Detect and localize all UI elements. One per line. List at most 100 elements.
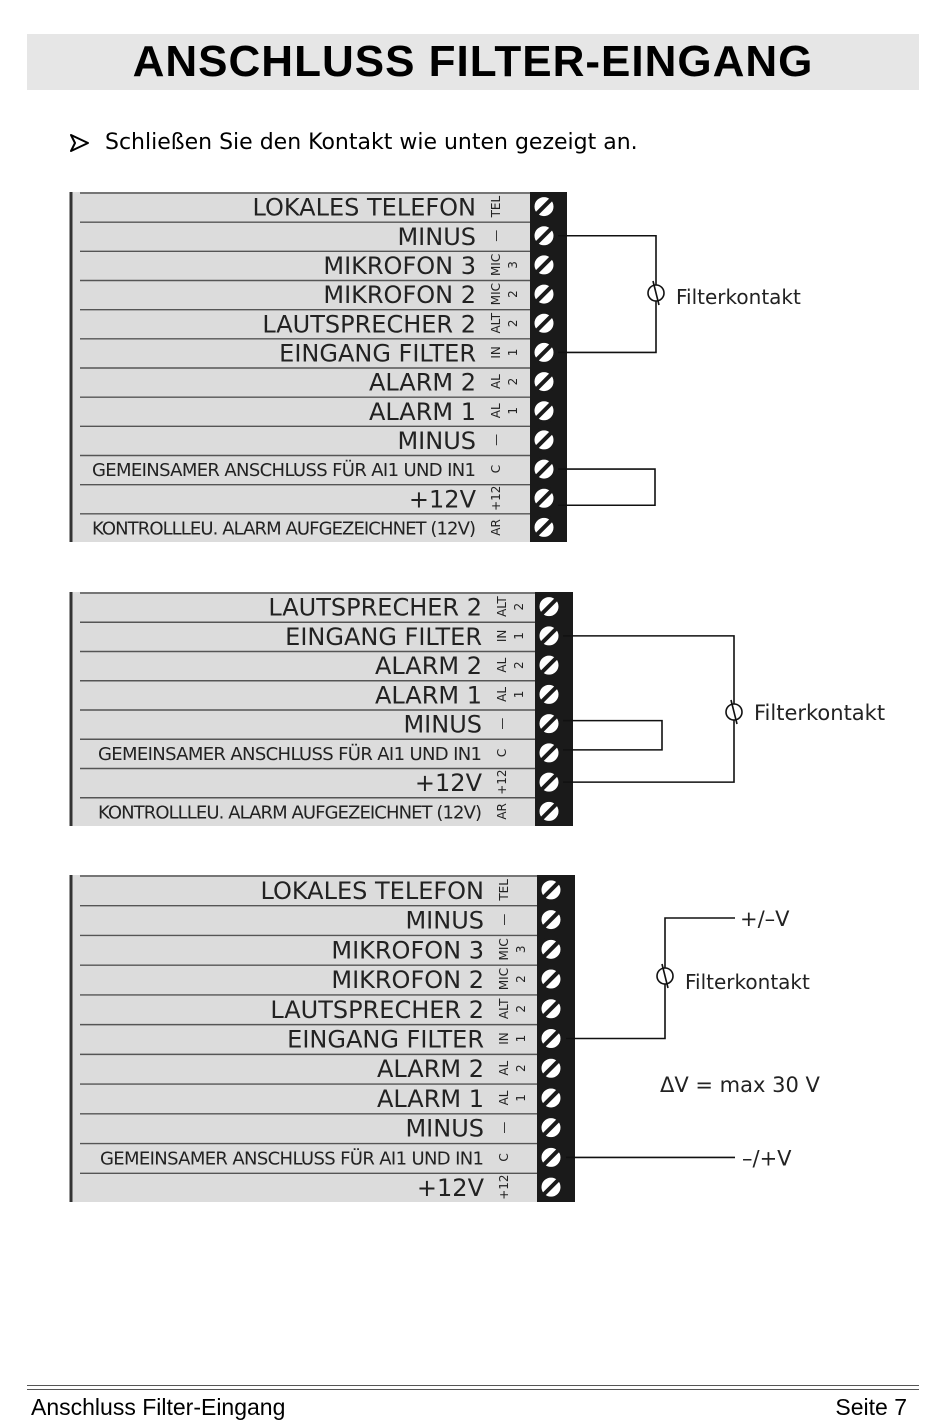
- terminal-label: GEMEINSAMER ANSCHLUSS FÜR AI1 UND IN1: [100, 1147, 484, 1169]
- terminal-screw-icon: [536, 594, 562, 620]
- filter-contact-switch-icon: [647, 280, 665, 306]
- terminal-screw-icon: [531, 252, 557, 278]
- screw-slot: [540, 744, 558, 762]
- terminal-label: LOKALES TELEFON: [260, 877, 484, 905]
- screw-slot: [542, 1148, 560, 1166]
- terminal-code-index: 3: [506, 261, 520, 269]
- terminal-code: IN: [495, 630, 509, 643]
- voltage-top-label: +/–V: [740, 907, 790, 931]
- screw-slot: [542, 1000, 560, 1018]
- screw-slot: [542, 1119, 560, 1137]
- screw-slot: [540, 627, 558, 645]
- filter-contact-switch-icon: [656, 963, 674, 989]
- arrowhead-bullet-icon: [70, 133, 89, 152]
- terminal-code: AL: [497, 1060, 511, 1075]
- voltage-limit-note: ΔV = max 30 V: [660, 1073, 821, 1097]
- terminal-block-background: [70, 592, 573, 826]
- terminal-label: MIKROFON 2: [331, 966, 484, 994]
- terminal-code: —: [489, 434, 503, 446]
- terminal-code: TEL: [489, 195, 503, 218]
- terminal-screw-icon: [538, 936, 564, 962]
- screw-slot: [542, 970, 560, 988]
- terminal-screw-icon: [531, 369, 557, 395]
- filter-contact-label: Filterkontakt: [676, 285, 801, 309]
- terminal-label: MINUS: [403, 711, 482, 739]
- terminal-label: GEMEINSAMER ANSCHLUSS FÜR AI1 UND IN1: [98, 743, 482, 765]
- screw-slot: [542, 1030, 560, 1047]
- screw-slot: [535, 344, 553, 361]
- screw-slot: [535, 373, 553, 390]
- screw-slot: [542, 940, 560, 958]
- contact-blade: [652, 280, 660, 306]
- terminal-code-index: 1: [506, 349, 520, 357]
- filter-contact-wire: [563, 635, 735, 783]
- terminal-code-index: 2: [512, 603, 526, 611]
- terminal-label: KONTROLLLEU. ALARM AUFGEZEICHNET (12V): [92, 518, 476, 539]
- terminal-label: EINGANG FILTER: [279, 339, 476, 367]
- terminal-label: MINUS: [397, 223, 476, 251]
- terminal-code: IN: [489, 346, 503, 359]
- terminal-code-index: 2: [506, 290, 520, 298]
- terminal-label: EINGANG FILTER: [287, 1026, 484, 1054]
- terminal-code: AL: [495, 687, 509, 702]
- terminal-label: ALARM 1: [375, 681, 482, 709]
- terminal-screw-icon: [531, 339, 557, 365]
- terminal-screw-icon: [538, 1144, 564, 1170]
- terminal-label: LAUTSPRECHER 2: [270, 996, 484, 1024]
- terminal-screw-icon: [531, 223, 557, 249]
- terminal-screw-icon: [536, 681, 562, 707]
- filter-contact-switch-icon: [725, 699, 743, 725]
- terminal-screw-icon: [538, 966, 564, 992]
- terminal-label: KONTROLLLEU. ALARM AUFGEZEICHNET (12V): [98, 802, 482, 823]
- terminal-label: MINUS: [397, 427, 476, 455]
- terminal-screw-icon: [538, 1085, 564, 1111]
- terminal-screw-icon: [536, 769, 562, 795]
- screw-slot: [535, 431, 553, 449]
- bridge-wire: [563, 719, 663, 751]
- footer-section-title: Anschluss Filter-Eingang: [31, 1394, 286, 1420]
- screw-slot: [535, 489, 553, 507]
- footer-divider-inner: [27, 1389, 919, 1390]
- terminal-code-index: 3: [514, 945, 528, 953]
- voltage-bottom-label: –/+V: [742, 1146, 792, 1170]
- screw-slot: [535, 402, 553, 420]
- terminal-code-index: 1: [514, 1094, 528, 1102]
- terminal-code: MIC: [497, 968, 511, 990]
- terminal-code: ALT: [489, 312, 503, 333]
- screw-slot: [542, 1059, 560, 1077]
- terminal-code: AR: [495, 803, 509, 820]
- terminal-screw-icon: [536, 652, 562, 678]
- instruction: Schließen Sie den Kontakt wie unten geze…: [70, 130, 638, 155]
- screw-slot: [535, 227, 553, 245]
- terminal-label: LOKALES TELEFON: [252, 194, 476, 222]
- terminal-code: MIC: [489, 283, 503, 305]
- terminal-code-index: 2: [506, 378, 520, 386]
- terminal-screw-icon: [531, 485, 557, 511]
- terminal-code: AL: [489, 374, 503, 389]
- page-title: ANSCHLUSS FILTER-EINGANG: [132, 37, 814, 86]
- terminal-label: ALARM 2: [377, 1055, 484, 1083]
- terminal-label: ALARM 1: [369, 398, 476, 426]
- terminal-code: ALT: [495, 596, 509, 617]
- terminal-label: ALARM 2: [369, 369, 476, 397]
- filter-contact-label: Filterkontakt: [685, 970, 810, 994]
- screw-slot: [542, 1178, 560, 1196]
- screw-slot: [535, 460, 553, 478]
- terminal-screw-icon: [538, 877, 564, 903]
- screw-slot: [535, 198, 553, 215]
- terminal-label: MINUS: [405, 907, 484, 935]
- terminal-block-background: [70, 192, 567, 542]
- page-title-bar: ANSCHLUSS FILTER-EINGANG: [27, 34, 919, 90]
- screw-slot: [542, 911, 560, 929]
- terminal-code: +12: [497, 1174, 511, 1199]
- terminal-screw-icon: [538, 1115, 564, 1141]
- terminal-label: LAUTSPRECHER 2: [268, 594, 482, 622]
- terminal-code-index: 1: [514, 1035, 528, 1043]
- footer-page-number: Seite 7: [835, 1394, 907, 1420]
- terminal-code-index: 2: [514, 1005, 528, 1013]
- screw-slot: [535, 519, 553, 536]
- terminal-code: C: [489, 465, 503, 473]
- instruction-text: Schließen Sie den Kontakt wie unten geze…: [105, 130, 638, 155]
- terminal-screw-icon: [531, 281, 557, 307]
